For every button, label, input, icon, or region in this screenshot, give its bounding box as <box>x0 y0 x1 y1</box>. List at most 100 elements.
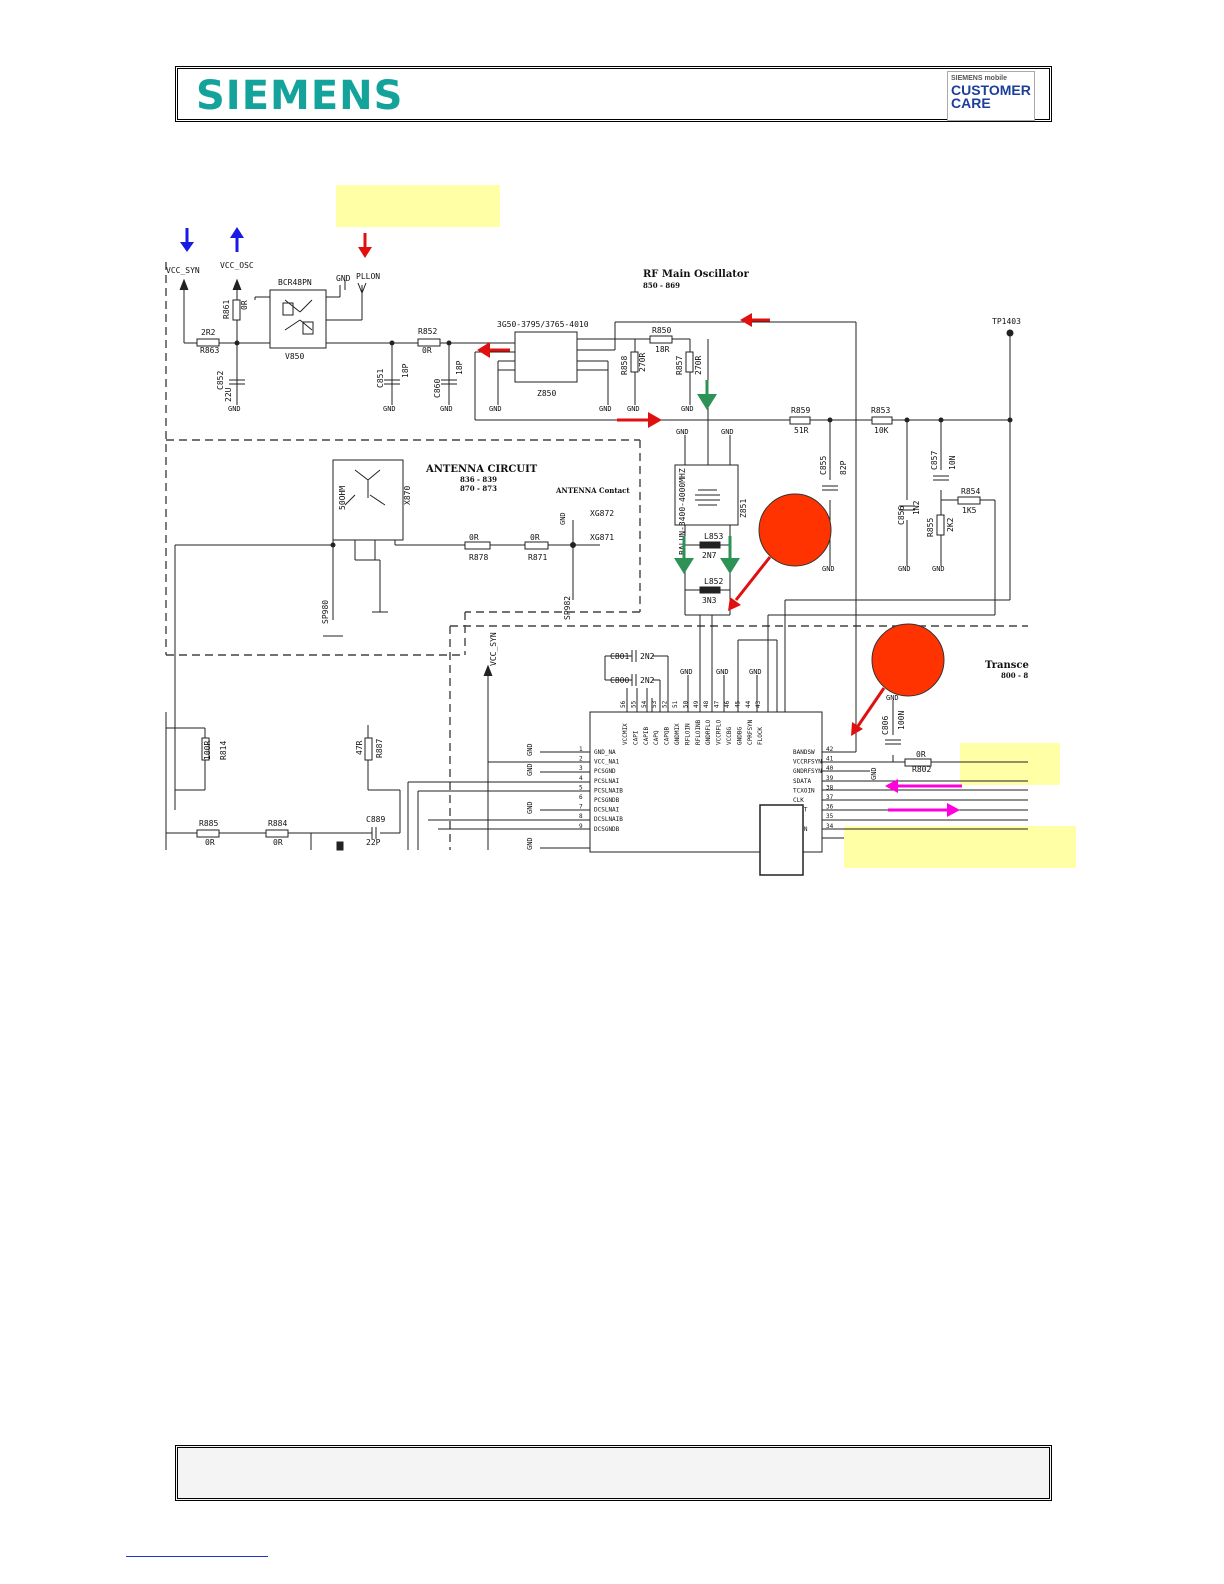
ic-pin-top-label: VCCMIX <box>622 723 629 745</box>
ic-pin-right-num: 38 <box>826 784 834 791</box>
ic-pin-left-num: 6 <box>579 794 583 801</box>
ic-pin-top-num: 52 <box>662 700 669 708</box>
antenna-range2: 870 - 873 <box>460 484 497 493</box>
ic-pin-left-label: PCSLNAI <box>594 778 620 785</box>
label-r858-val: 270R <box>638 353 647 372</box>
transceiver-range: 800 - 8 <box>1001 671 1028 680</box>
ic-pin-right-num: 36 <box>826 804 834 811</box>
label-r861-val: 0R <box>240 300 249 310</box>
ic-pin-left-label: PCSLNAIB <box>594 787 623 794</box>
net-vcc-syn-2: VCC_SYN <box>489 632 498 666</box>
schematic-labels: VCC_SYN VCC_OSC PLLON GND VCC_SYN RF Mai… <box>166 261 1029 850</box>
ic-pin-top-num: 44 <box>745 700 752 708</box>
label-r802-val: 0R <box>916 750 926 759</box>
net-vcc-syn: VCC_SYN <box>166 266 200 275</box>
label-c852-val: 22U <box>224 387 233 402</box>
gnd-c855: GND <box>822 565 835 573</box>
ic-pin-left-label: DCSGNDB <box>594 826 620 833</box>
gnd-balun-left: GND <box>676 428 689 436</box>
ic-pin-top-num: 43 <box>755 700 762 708</box>
label-r863-val: 2R2 <box>201 328 216 337</box>
ic-pin-top-num: 51 <box>672 700 679 708</box>
label-c856-val: 1N2 <box>912 500 921 515</box>
ic-pin-top-num: 50 <box>682 700 689 708</box>
label-r802: R802 <box>912 765 931 774</box>
label-r878-val: 0R <box>469 533 479 542</box>
ic-pin-top-label: GNDBG <box>736 727 743 745</box>
ic-pin-top-num: 49 <box>693 700 700 708</box>
customer-care-badge-main: CUSTOMER CARE <box>951 82 1031 111</box>
net-vcc-osc: VCC_OSC <box>220 261 254 270</box>
label-c857: C857 <box>930 451 939 470</box>
red-arrow-diag-2 <box>851 687 886 736</box>
label-r887: R887 <box>375 739 384 758</box>
label-tp1403: TP1403 <box>992 317 1021 326</box>
antenna-range1: 836 - 839 <box>460 475 497 484</box>
ic-pin-right-label: SDATA <box>793 778 811 785</box>
label-r853-val: 10K <box>874 426 889 435</box>
label-r854-val: 1K5 <box>962 506 977 515</box>
ic-pin-top-label: CAPQB <box>664 727 671 745</box>
ic-pin-top-label: GNDRFLO <box>705 719 712 745</box>
rf-title: RF Main Oscillator <box>643 269 750 280</box>
label-r863: R863 <box>200 346 219 355</box>
gnd-balun-right: GND <box>721 428 734 436</box>
ic-pin-right-num: 34 <box>826 823 834 830</box>
label-l853: L853 <box>704 532 723 541</box>
ic-pin-right-num: 42 <box>826 746 834 753</box>
green-arrow-3 <box>720 536 740 574</box>
label-c851-val: 18P <box>401 363 410 378</box>
label-r884: R884 <box>268 819 287 828</box>
ic-pin-left-label: DCSLNAIB <box>594 816 623 823</box>
label-l852: L852 <box>704 577 723 586</box>
label-c806: C806 <box>881 716 890 735</box>
label-balun: BALUN-3400-4000MHZ <box>678 468 687 555</box>
ic-pin-right-num: 37 <box>826 794 834 801</box>
ic-pin-left-num: 9 <box>579 823 583 830</box>
blue-arrow-up <box>230 227 244 252</box>
label-r871: R871 <box>528 553 547 562</box>
label-r857-val: 270R <box>694 356 703 375</box>
label-c800-val: 2N2 <box>640 676 655 685</box>
gnd-c860: GND <box>440 405 453 413</box>
label-l852-val: 3N3 <box>702 596 717 605</box>
ic-pin-top-num: 53 <box>651 700 658 708</box>
label-c889-val: 22P <box>366 838 381 847</box>
net-pllon: PLLON <box>356 272 380 281</box>
gnd-r857: GND <box>681 405 694 413</box>
ic-pin-right-num: 39 <box>826 775 834 782</box>
ic-pin-left-num: 3 <box>579 765 583 772</box>
ic-pin-left-label: DCSLNAI <box>594 807 620 814</box>
label-z850-pn: 3G50-3795/3765-4010 <box>497 320 589 329</box>
label-z851: Z851 <box>739 499 748 518</box>
label-c889: C889 <box>366 815 385 824</box>
label-z850: Z850 <box>537 389 556 398</box>
footer-link-underline[interactable] <box>126 1556 268 1557</box>
red-arrow-vctrl <box>477 342 510 358</box>
label-c855: C855 <box>819 456 828 475</box>
label-r854: R854 <box>961 487 980 496</box>
gnd-ic-top-3: GND <box>749 668 762 676</box>
siemens-logo: SIEMENS <box>196 73 404 119</box>
callout-circle-1 <box>758 493 832 567</box>
ic-pin-right-label: VCCRFSYN <box>793 759 822 766</box>
antenna-contact: ANTENNA Contact <box>555 486 630 495</box>
wires <box>165 280 1028 850</box>
label-r871-val: 0R <box>530 533 540 542</box>
gnd-z850-left: GND <box>489 405 502 413</box>
ic-pin-right-num: 40 <box>826 765 834 772</box>
ic-pin-top-num: 48 <box>703 700 710 708</box>
gnd-ic-pin1: GND <box>526 743 534 756</box>
callout-circle-2 <box>871 623 945 697</box>
ic-pin-top-label: GNDMIX <box>674 723 681 745</box>
label-c800: C800 <box>610 676 629 685</box>
label-r878: R878 <box>469 553 488 562</box>
gnd-ic-pin3: GND <box>526 763 534 776</box>
label-c856: C856 <box>897 506 906 525</box>
antenna-title: ANTENNA CIRCUIT <box>425 464 538 475</box>
ic-pin-top-label: CAPQ <box>653 730 660 745</box>
ic-pin-left-num: 2 <box>579 756 583 763</box>
ic-pin-left-label: PCSGND <box>594 768 616 775</box>
page-header: SIEMENS SIEMENS mobile CUSTOMER CARE <box>175 66 1052 122</box>
